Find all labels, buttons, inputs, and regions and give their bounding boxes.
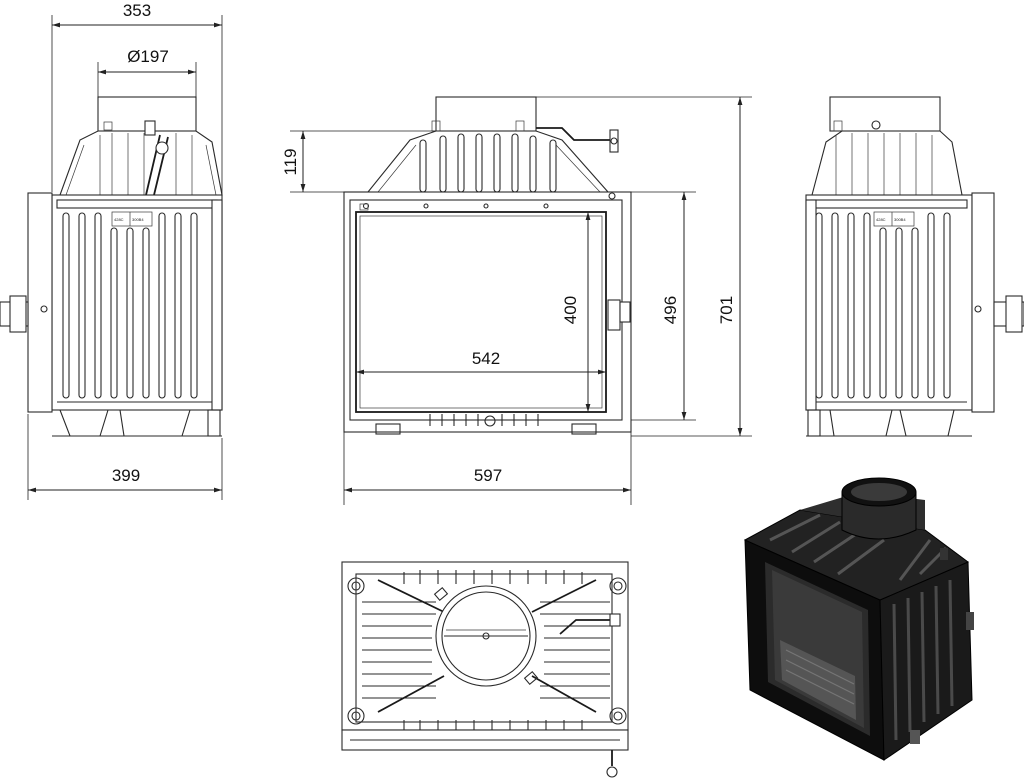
isometric-view	[743, 477, 974, 761]
dim-side-depth-top: 353	[123, 1, 151, 20]
dim-body-height: 496	[661, 296, 680, 324]
dim-top-height: 119	[281, 148, 300, 175]
left-dimensions: 353 Ø197 399	[27, 1, 223, 500]
front-view	[343, 96, 632, 435]
dim-window-width: 542	[472, 349, 500, 368]
right-label-b: 300B4	[894, 217, 906, 222]
dim-window-height: 400	[561, 296, 580, 324]
right-side-view: 428C 300B4	[805, 96, 1024, 437]
left-label-b: 300B4	[132, 217, 144, 222]
dim-front-width: 597	[474, 466, 502, 485]
dim-side-depth-bottom: 399	[112, 466, 140, 485]
front-dimensions: 119 400 542 496 701 597	[281, 96, 752, 505]
dim-flue-diameter: Ø197	[127, 47, 169, 66]
dim-total-height: 701	[717, 296, 736, 324]
top-view	[341, 561, 629, 778]
left-label-a: 428C	[114, 217, 124, 222]
right-label-a: 428C	[876, 217, 886, 222]
left-side-view: 428C 300B4	[0, 96, 223, 437]
